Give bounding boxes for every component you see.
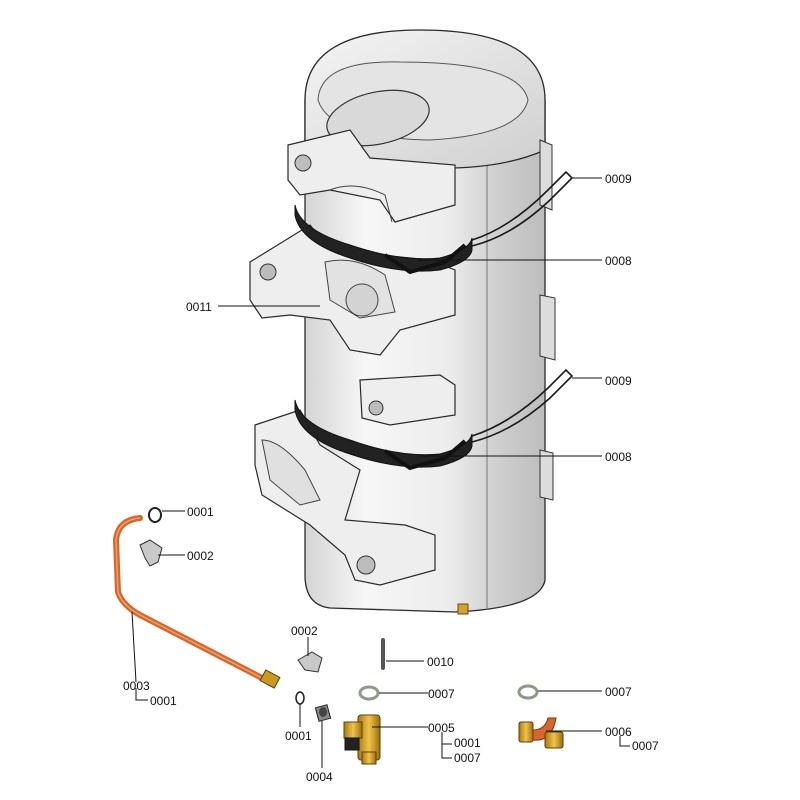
strap-upper (294, 204, 473, 275)
callout-0006-elbow: 0006 (605, 725, 632, 739)
wire-tie-lower (471, 368, 574, 443)
callout-0002-clip: 0002 (187, 549, 214, 563)
copper-pipe (112, 515, 275, 687)
callout-0005-valve: 0005 (428, 721, 455, 735)
bracket-hole (356, 555, 376, 575)
callout-0008-lower: 0008 (605, 450, 632, 464)
brass-elbow (518, 717, 564, 749)
gasket-ring-2 (295, 691, 305, 705)
callout-0009-upper: 0009 (605, 172, 632, 186)
side-clip-lower (539, 449, 554, 501)
callout-0001-valve: 0001 (454, 736, 481, 750)
upper-bracket (287, 129, 456, 223)
wire-tie-upper (471, 170, 574, 247)
bracket-hole (294, 154, 312, 172)
leader-lines (131, 177, 630, 768)
tank (249, 29, 556, 615)
callout-0004-nut: 0004 (306, 770, 333, 784)
callout-0008-upper: 0008 (605, 254, 632, 268)
callout-0007-gasket-a: 0007 (428, 687, 455, 701)
brass-valve (343, 714, 381, 765)
retaining-clip (139, 539, 163, 567)
callout-0007-gasket-b: 0007 (605, 685, 632, 699)
callout-0001-ring-2: 0001 (285, 729, 312, 743)
callout-0002-clip-2: 0002 (291, 624, 318, 638)
side-clip-middle (539, 294, 556, 361)
gasket-0007-a (358, 685, 380, 701)
gasket-ring (148, 507, 162, 523)
nut (314, 704, 332, 722)
side-clip-upper (539, 139, 553, 211)
callout-0009-lower: 0009 (605, 374, 632, 388)
strap-lower (294, 399, 473, 471)
lower-small-bracket (359, 374, 456, 426)
callout-0001-pipe: 0001 (150, 694, 177, 708)
callout-0011: 0011 (186, 300, 212, 314)
tank-top-oval (326, 89, 430, 147)
bottom-bracket (254, 409, 436, 586)
callout-0007-valve: 0007 (454, 751, 481, 765)
retaining-clip-2 (297, 651, 323, 673)
callout-0001-ring: 0001 (187, 505, 214, 519)
pipe-fitting (259, 669, 281, 689)
callout-0010-pin: 0010 (427, 655, 454, 669)
callout-0007-elbow: 0007 (632, 739, 659, 753)
tank-bottom-fitting (457, 603, 469, 615)
gasket-0007-b (517, 684, 539, 700)
callout-0003-pipe: 0003 (123, 679, 150, 693)
bracket-hole (259, 263, 277, 281)
